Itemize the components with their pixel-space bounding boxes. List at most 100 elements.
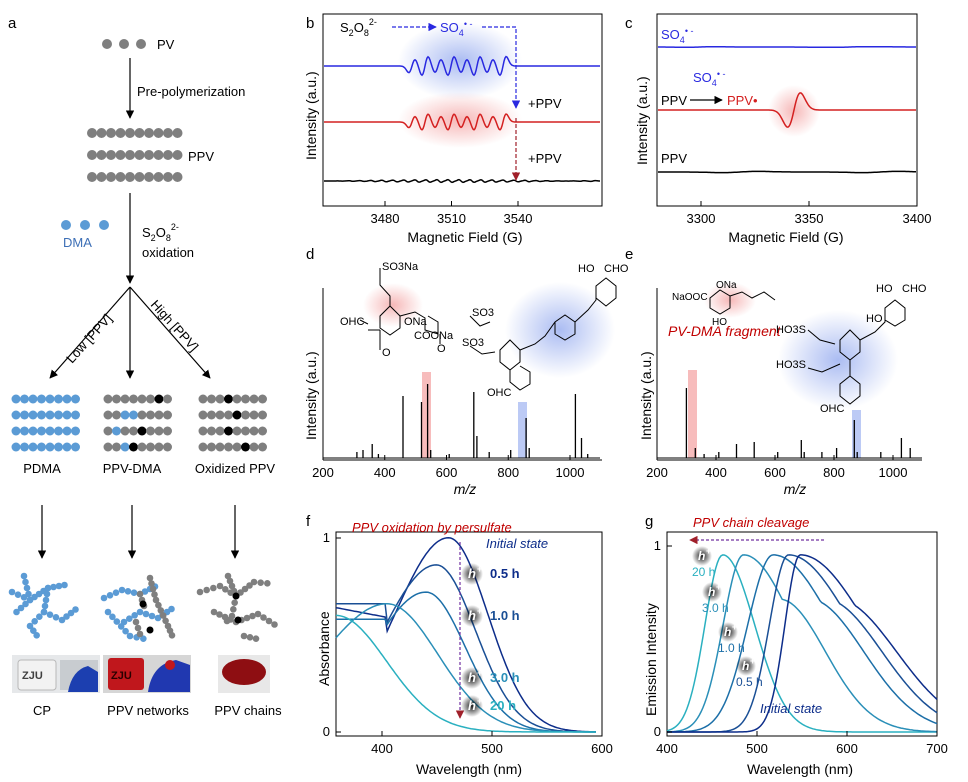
ox-ppv-unit — [207, 394, 216, 404]
xlabel-c: Magnetic Field (G) — [728, 229, 843, 245]
so4-label-b: SO4• - — [440, 19, 472, 38]
time-label: 3.0 h — [490, 670, 520, 685]
hole-plus: + — [477, 564, 482, 574]
epr-ppv-spectrum — [324, 113, 600, 131]
ppv-unit — [125, 150, 135, 160]
ppv-unit — [125, 128, 135, 138]
s2o8-label: S2O82- — [340, 17, 377, 38]
absorbance-series — [335, 536, 596, 733]
chain-bead — [155, 601, 162, 609]
chain-bead — [117, 623, 125, 630]
hole-glow — [736, 656, 756, 676]
ppv-unit — [172, 128, 183, 138]
dma-unit — [28, 410, 38, 420]
chain-bead — [44, 584, 52, 592]
xtick-label: 600 — [436, 465, 458, 480]
chain-bead — [100, 594, 108, 602]
ppv-dma-unit — [163, 394, 172, 404]
chain-bead — [8, 588, 16, 596]
chain-bead — [254, 610, 262, 618]
ppv-unit — [106, 128, 116, 138]
hl-blue-e — [852, 410, 861, 458]
hole-symbol: h — [742, 659, 749, 673]
chain-bead — [148, 580, 155, 587]
ppv-unit — [106, 150, 116, 160]
ppv-dma-unit — [120, 442, 130, 452]
dma-unit — [20, 442, 29, 452]
svg-text:HO3S: HO3S — [776, 324, 806, 336]
xtick-label: 3350 — [795, 211, 824, 226]
chain-bead — [23, 584, 31, 592]
chain-bead — [142, 610, 150, 618]
ox-ppv-unit — [198, 442, 208, 452]
svg-text:SO3: SO3 — [472, 307, 494, 319]
ppv-unit — [87, 128, 97, 138]
final-cp: CP — [33, 703, 51, 718]
xtick-label: 1000 — [556, 465, 585, 480]
xtick-label: 3540 — [504, 211, 533, 226]
ox-ppv-unit — [198, 410, 208, 420]
ppv-dma-unit — [163, 410, 172, 420]
xtick-label: 3300 — [687, 211, 716, 226]
hole-glow — [461, 695, 483, 717]
ppv-dma-unit — [154, 394, 164, 404]
ox-ppv-unit — [232, 394, 242, 404]
dma-unit — [20, 394, 29, 404]
ox-ppv-unit — [224, 426, 233, 436]
hl-blue-d — [518, 402, 527, 458]
ox-ppv-unit — [224, 410, 233, 420]
ppv-chains — [87, 128, 183, 182]
ox-ppv-unit — [241, 426, 250, 436]
ytick-label: 1 — [323, 530, 330, 545]
ox-ppv-unit — [249, 426, 259, 436]
chain-bead — [25, 590, 32, 598]
chain-bead — [40, 608, 48, 616]
dma-unit — [54, 394, 63, 404]
panel-e: e PV-DMA fragment ONa NaOOC HO HO CHO HO… — [625, 246, 927, 497]
chain-bead — [58, 616, 66, 624]
svg-text:ZJU: ZJU — [111, 670, 132, 682]
svg-text:OHC: OHC — [487, 387, 512, 399]
hole-glow — [461, 667, 483, 689]
dma-unit — [11, 410, 21, 420]
chain-bead — [224, 572, 232, 580]
plot-frame-g — [666, 531, 938, 737]
ppv-dma-unit — [120, 410, 130, 420]
hl-red-d — [422, 372, 431, 458]
panel-a: a PV Pre-polymerization PPV DMA S2O82- o… — [8, 15, 282, 718]
xtick-label: 600 — [764, 465, 786, 480]
ppv-unit — [172, 172, 183, 182]
absorbance-series — [336, 564, 596, 733]
svg-text:HO: HO — [578, 263, 595, 275]
chain-bead — [140, 635, 147, 642]
dma-unit — [37, 426, 46, 436]
dma-unit — [11, 394, 21, 404]
chain-bead — [157, 607, 165, 614]
chain-bead — [61, 581, 68, 589]
hole-glow — [718, 622, 738, 642]
dma-unit — [20, 410, 29, 420]
plus-ppv-2: +PPV — [528, 151, 562, 166]
pv-monomers — [102, 39, 146, 49]
dma-molecules — [61, 220, 109, 230]
pdma-grid — [11, 394, 80, 452]
hole-symbol: h — [468, 608, 476, 623]
epr-c-so4 — [658, 45, 916, 49]
time-labels-f: h+0.5 hh+1.0 hh+3.0 hh+20 h — [461, 563, 520, 717]
chain-bead — [50, 583, 57, 591]
emission-curves — [666, 554, 938, 733]
xtick-label: 400 — [656, 741, 678, 756]
xtick-label: 200 — [646, 465, 668, 480]
oxidant-formula: S2O82- — [142, 222, 179, 243]
ox-ppv-unit — [224, 442, 233, 452]
ppv-dma-unit — [137, 394, 147, 404]
chain-bead — [151, 591, 158, 598]
ox-ppv-unit — [241, 442, 250, 452]
xtick-label: 800 — [823, 465, 845, 480]
time-label: 1.0 h — [490, 608, 520, 623]
chain-bead — [112, 589, 120, 596]
chain-bead — [13, 608, 20, 616]
ppv-radical-c: PPV• — [727, 93, 758, 108]
ylabel-d: Intensity (a.u.) — [303, 351, 319, 440]
